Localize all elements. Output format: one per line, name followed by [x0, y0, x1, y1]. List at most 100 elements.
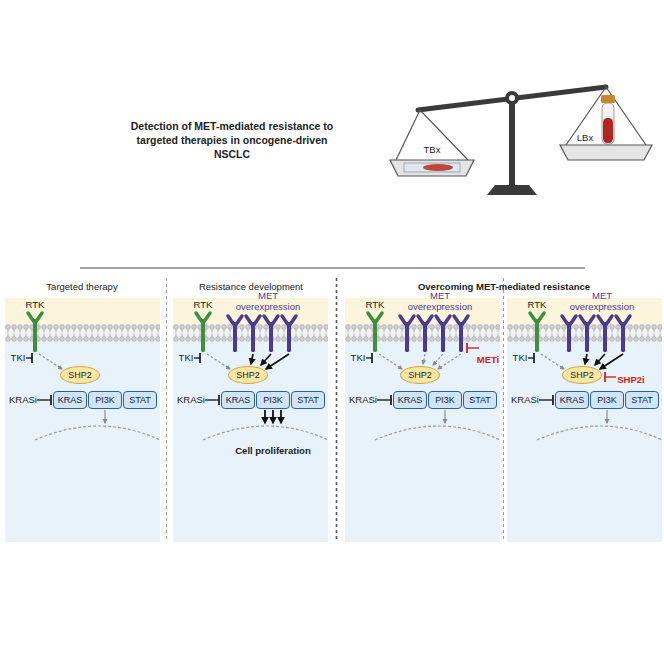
receptor-label: RTK	[366, 300, 385, 311]
pathway-box: KRAS	[393, 391, 427, 409]
krasi-inhibition	[37, 395, 51, 405]
met-receptor	[598, 316, 612, 352]
pan-tray	[390, 160, 474, 176]
met-receptor	[246, 316, 260, 352]
drug-label: METi	[477, 355, 500, 366]
receptor-label: MET overexpression	[404, 291, 476, 313]
scale-post	[509, 98, 515, 186]
pathway-box: STAT	[463, 391, 497, 409]
rtk-signal-arrow	[207, 354, 230, 369]
shp2-ellipse: SHP2	[60, 366, 100, 384]
pathway-arrow	[104, 410, 105, 423]
cell-membrane	[345, 324, 500, 342]
nucleus-envelope	[35, 426, 160, 440]
node-text: PI3K	[95, 395, 115, 405]
drug-label: KRASi	[9, 395, 37, 406]
pan-strings	[396, 110, 468, 160]
node-text: PI3K	[435, 395, 455, 405]
blood-tube	[602, 103, 614, 144]
shp2-ellipse: SHP2	[400, 366, 440, 384]
cell-panel	[507, 298, 662, 542]
blood	[603, 118, 613, 143]
pathway-box: STAT	[123, 391, 157, 409]
cytoplasm	[173, 342, 328, 542]
balance-scale	[390, 87, 652, 195]
met-signal-arrow	[595, 354, 605, 365]
cytoplasm	[507, 342, 662, 542]
node-text: STAT	[631, 395, 653, 405]
pathway-box: STAT	[625, 391, 659, 409]
shp2-ellipse: SHP2	[228, 366, 268, 384]
met-signal-arrow	[423, 354, 425, 364]
tki-inhibition	[194, 353, 200, 363]
met-signal-arrow	[251, 354, 253, 364]
pan-tray	[560, 145, 652, 160]
sample-label: LBx	[577, 133, 593, 144]
pathway-box: PI3K	[428, 391, 462, 409]
drug-label: TKI	[179, 353, 194, 364]
cell-membrane	[507, 324, 662, 342]
met-signal-arrow	[261, 354, 271, 365]
node-text: SHP2	[570, 370, 594, 380]
cell-panel	[5, 298, 160, 542]
receptor-label: RTK	[26, 300, 45, 311]
met-receptor	[454, 316, 468, 352]
cell-membrane	[5, 324, 160, 342]
drug-label: SHP2i	[617, 375, 644, 386]
rtk-signal-arrow	[39, 354, 62, 369]
sample-label: TBx	[424, 145, 441, 156]
proliferation-arrow	[272, 410, 274, 423]
pathway-box: KRAS	[555, 391, 589, 409]
panel-heading: Targeted therapy	[46, 282, 117, 293]
met-receptor	[418, 316, 432, 352]
panel-heading: Resistance development	[199, 282, 303, 293]
drug-label: TKI	[351, 353, 366, 364]
met-receptor	[616, 316, 630, 352]
drug-label: KRASi	[511, 395, 539, 406]
scale-beam	[418, 87, 606, 110]
drug-label: KRASi	[349, 395, 377, 406]
meti-inhibition	[467, 343, 479, 353]
met-signal-arrow	[266, 354, 289, 369]
tki-inhibition	[26, 353, 32, 363]
scale-pivot	[505, 91, 519, 105]
node-text: SHP2	[408, 370, 432, 380]
pathway-arrow	[606, 410, 607, 423]
met-signal-arrow	[438, 354, 461, 369]
receptor-label: MET overexpression	[566, 291, 638, 313]
krasi-inhibition	[539, 395, 553, 405]
tissue-sample	[423, 164, 453, 171]
node-text: KRAS	[58, 395, 83, 405]
glass-slide	[404, 163, 460, 172]
met-receptor	[580, 316, 594, 352]
rtk-receptor	[196, 313, 210, 352]
nucleus-envelope	[375, 426, 500, 440]
proliferation-arrow	[280, 410, 282, 423]
proliferation-arrow	[264, 410, 266, 423]
nucleus-envelope	[203, 426, 328, 440]
outcome-label: Cell proliferation	[235, 446, 310, 457]
tki-inhibition	[528, 353, 534, 363]
rtk-signal-arrow	[379, 354, 402, 369]
met-receptor	[228, 316, 242, 352]
panel-divider	[336, 278, 338, 542]
rtk-receptor	[368, 313, 382, 352]
node-text: PI3K	[597, 395, 617, 405]
node-text: SHP2	[236, 370, 260, 380]
tki-inhibition	[366, 353, 372, 363]
pathway-box: STAT	[291, 391, 325, 409]
cell-membrane	[173, 324, 328, 342]
title: Detection of MET-mediated resistance to …	[122, 119, 342, 162]
node-text: STAT	[297, 395, 319, 405]
scale-pivot-hole	[509, 95, 515, 101]
shp2-ellipse: SHP2	[562, 366, 602, 384]
pathway-box: PI3K	[256, 391, 290, 409]
shp2i-inhibition	[605, 372, 616, 382]
panel-divider	[503, 278, 504, 542]
cell-panel	[173, 298, 328, 542]
receptor-label: RTK	[194, 300, 213, 311]
pathway-box: PI3K	[88, 391, 122, 409]
node-text: SHP2	[68, 370, 92, 380]
drug-label: KRASi	[177, 395, 205, 406]
